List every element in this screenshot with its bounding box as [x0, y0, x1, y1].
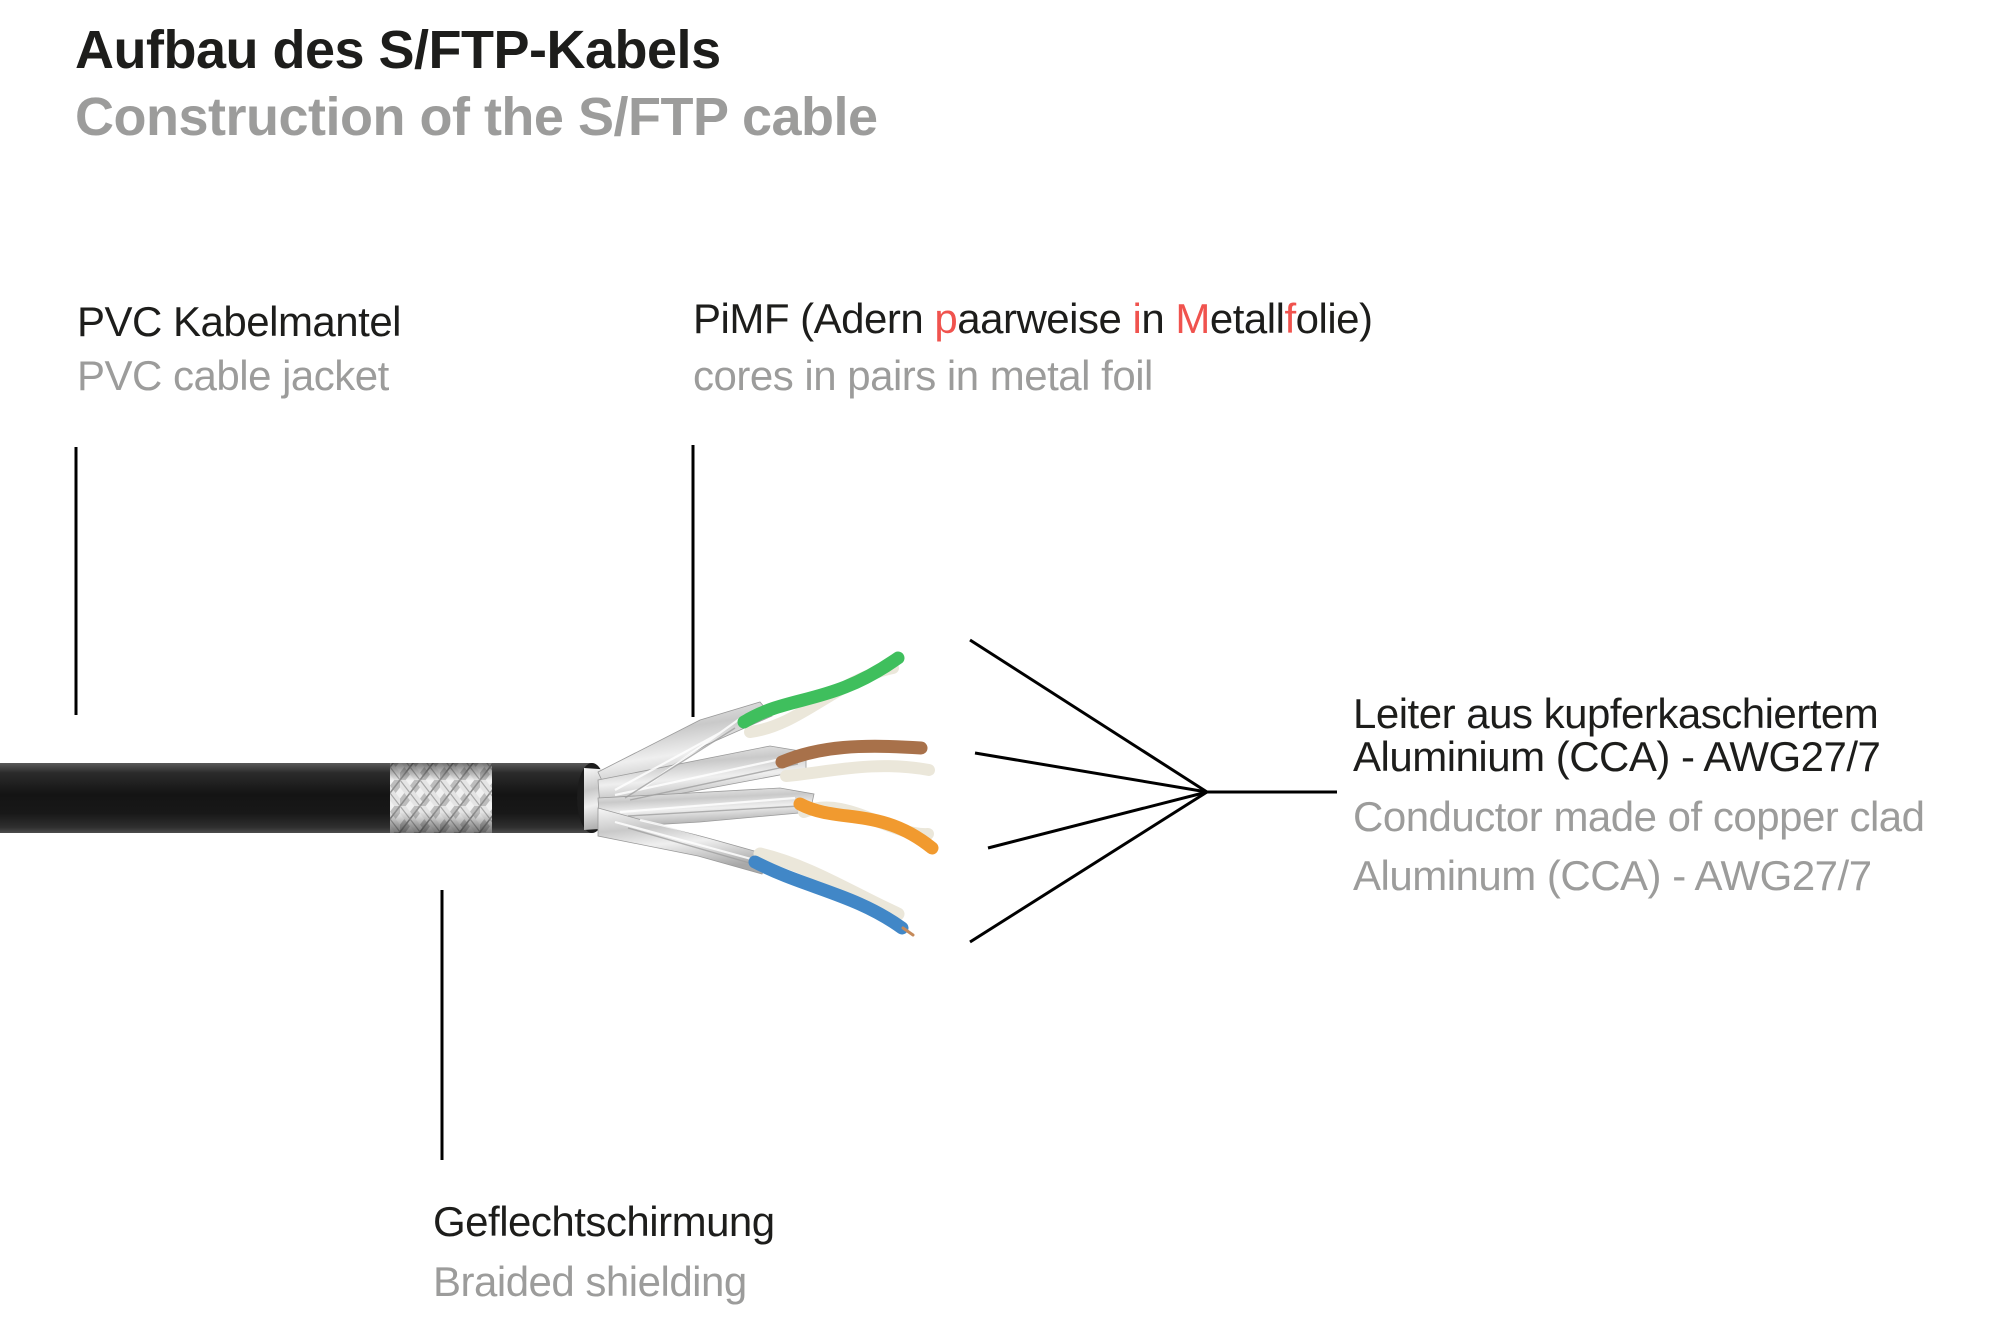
wire-orange [793, 797, 939, 855]
cable-jacket [0, 763, 390, 833]
page-subtitle: Construction of the S/FTP cable [75, 87, 878, 147]
label-pvc-jacket-en: PVC cable jacket [77, 352, 389, 399]
pimf-text-segment: PiMF (Adern [693, 295, 935, 342]
pointer-conductor-line-2 [974, 751, 1208, 794]
label-pimf-en: cores in pairs in metal foil [693, 352, 1153, 399]
label-conductor-en-line1: Conductor made of copper clad [1353, 793, 1925, 840]
wire-blue [748, 855, 909, 935]
pimf-text-segment: olie) [1295, 295, 1373, 342]
label-pvc-jacket-de: PVC Kabelmantel [77, 298, 402, 345]
copper-strand-tip [901, 926, 915, 937]
label-pimf-de: PiMF (Adern paarweise in Metallfolie) [693, 298, 1373, 340]
pimf-text-segment: aarweise [957, 295, 1133, 342]
wire-blue-white [753, 847, 905, 921]
label-conductor-en-line2: Aluminum (CCA) - AWG27/7 [1353, 852, 1872, 899]
wire-brown [775, 739, 928, 769]
braided-shield [390, 763, 492, 833]
pointer-conductor-line-3 [987, 790, 1208, 850]
foil-shadow-lines [624, 727, 801, 867]
pointer-conductor-line-1 [969, 638, 1208, 794]
label-braid-en: Braided shielding [433, 1258, 747, 1305]
pimf-highlight-letter: M [1175, 295, 1210, 342]
pimf-text-segment: etall [1209, 295, 1285, 342]
twisted-pairs [737, 651, 939, 937]
page-title: Aufbau des S/FTP-Kabels [75, 20, 721, 80]
wire-brown-white [780, 760, 935, 782]
pointer-conductor-line-4 [969, 790, 1208, 944]
pimf-highlight-letter: f [1284, 295, 1296, 342]
pimf-highlight-letter: i [1132, 295, 1142, 342]
pointer-lines [74, 445, 1337, 1160]
wire-green [737, 651, 905, 729]
pimf-text-segment: n [1141, 295, 1176, 342]
label-braid-de: Geflechtschirmung [433, 1198, 775, 1245]
label-conductor-de-line2: Aluminium (CCA) - AWG27/7 [1353, 733, 1881, 780]
label-conductor-de-line1: Leiter aus kupferkaschiertem [1353, 690, 1879, 737]
pimf-highlight-letter: p [934, 295, 958, 342]
